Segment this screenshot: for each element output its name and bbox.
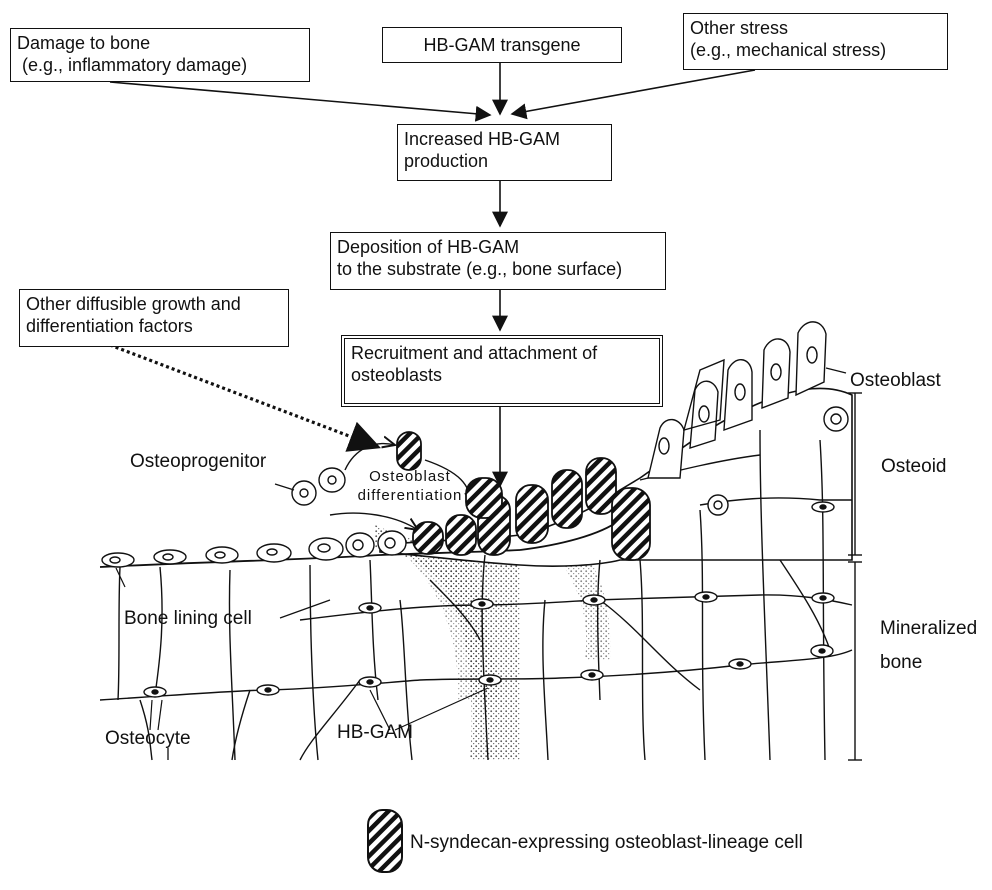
box-diffusible-line1: Other diffusible growth and [26, 293, 282, 315]
arrow-damage-to-increased [110, 82, 490, 115]
box-other-stress: Other stress (e.g., mechanical stress) [683, 13, 948, 70]
box-recruitment-line1: Recruitment and attachment of [351, 342, 653, 364]
label-hb-gam: HB-GAM [337, 722, 413, 744]
legend-swatch [368, 810, 402, 872]
box-stress-line1: Other stress [690, 17, 941, 39]
label-osteoblast-differentiation: Osteoblast differentiation [345, 467, 475, 505]
box-hb-gam-transgene: HB-GAM transgene [382, 27, 622, 63]
label-osteoblast: Osteoblast [850, 370, 941, 392]
box-recruitment: Recruitment and attachment of osteoblast… [341, 335, 663, 407]
arrow-diffusible-dotted [110, 345, 378, 447]
label-osteocyte: Osteocyte [105, 728, 191, 750]
box-damage-line1: Damage to bone [17, 32, 303, 54]
box-increased-line1: Increased HB-GAM [404, 128, 605, 150]
box-damage-line2: (e.g., inflammatory damage) [17, 54, 303, 76]
label-bone-lining-cell: Bone lining cell [124, 608, 252, 630]
label-differentiation-line1: Osteoblast [345, 467, 475, 486]
label-mineralized-bone: Mineralized bone [880, 612, 977, 680]
box-stress-line2: (e.g., mechanical stress) [690, 39, 941, 61]
box-recruitment-line2: osteoblasts [351, 364, 653, 386]
label-osteoprogenitor: Osteoprogenitor [130, 451, 266, 473]
label-mineralized-line1: Mineralized [880, 612, 977, 646]
box-diffusible-factors: Other diffusible growth and differentiat… [19, 289, 289, 347]
box-damage-to-bone: Damage to bone (e.g., inflammatory damag… [10, 28, 310, 82]
box-increased-production: Increased HB-GAM production [397, 124, 612, 181]
legend-text: N-syndecan-expressing osteoblast-lineage… [410, 832, 803, 854]
box-deposition: Deposition of HB-GAM to the substrate (e… [330, 232, 666, 290]
label-mineralized-line2: bone [880, 646, 977, 680]
box-transgene-label: HB-GAM transgene [389, 31, 615, 56]
box-deposition-line1: Deposition of HB-GAM [337, 236, 659, 258]
arrow-stress-to-increased [512, 70, 755, 114]
box-increased-line2: production [404, 150, 605, 172]
box-deposition-line2: to the substrate (e.g., bone surface) [337, 258, 659, 280]
label-osteoid: Osteoid [881, 456, 946, 478]
osteoprogenitor-cells [292, 468, 345, 505]
label-differentiation-line2: differentiation [345, 486, 475, 505]
box-diffusible-line2: differentiation factors [26, 315, 282, 337]
